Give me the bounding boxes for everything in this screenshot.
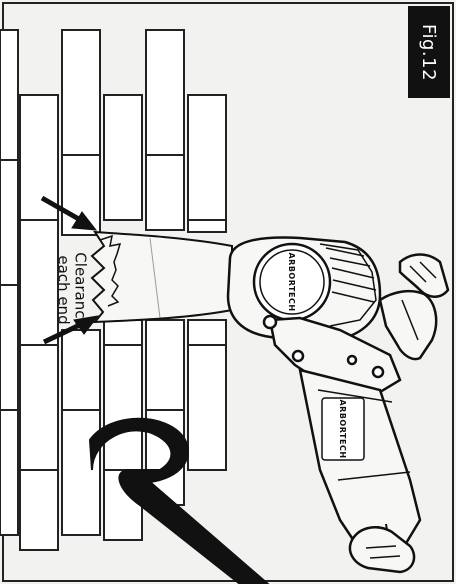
arrow-lower: [42, 315, 100, 345]
clearance-callout: Clearance each end: [52, 240, 92, 340]
brand-text-guard: ARBORTECH: [287, 252, 296, 311]
brand-label-guard: ARBORTECH: [287, 252, 296, 311]
brick-wall: [0, 29, 227, 551]
cable: [88, 417, 270, 584]
callout-line-1: Clearance: [72, 252, 90, 328]
brand-label-body: ARBORTECH: [338, 399, 347, 458]
grinder-tool: [226, 236, 450, 574]
arrow-upper: [40, 195, 98, 231]
callout-line-2: each end: [55, 255, 73, 325]
figure-label: Fig.12: [418, 23, 440, 81]
saw-blade: [90, 230, 233, 324]
brand-text-body: ARBORTECH: [338, 399, 347, 458]
figure-label-box: Fig.12: [408, 6, 450, 98]
